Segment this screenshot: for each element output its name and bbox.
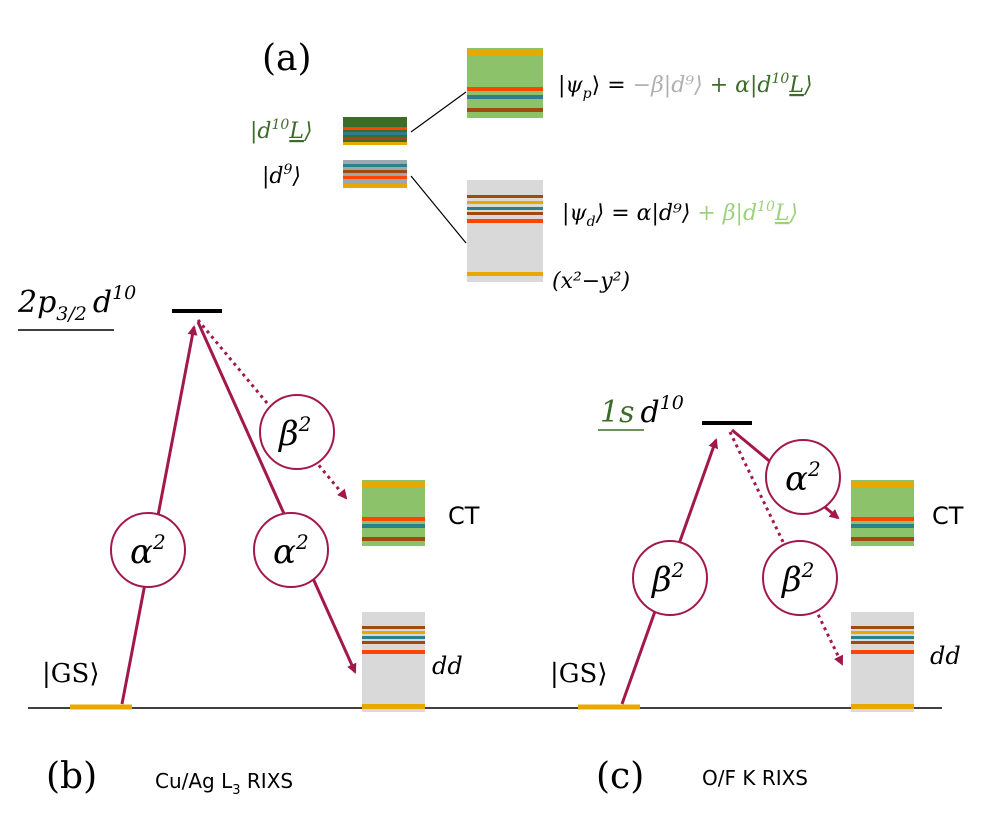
- panel-c-label: (c): [596, 756, 644, 797]
- weight-circle-up-b: α2: [110, 512, 186, 588]
- weight-circle-down-b: α2: [253, 512, 329, 588]
- connector-to-psi-p: [410, 91, 467, 133]
- weight-circle-solid-c: α2: [765, 439, 841, 515]
- state-d9-label: |d9⟩: [262, 162, 301, 189]
- panel-b-caption: Cu/Ag L3 RIXS: [155, 769, 293, 798]
- small-dd-stack: [343, 160, 407, 188]
- ct-box-c: [851, 480, 914, 546]
- dd-box-b: [362, 612, 425, 712]
- svg-text:α2: α2: [273, 530, 309, 572]
- state-d10L-label: |d10L⟩: [250, 117, 313, 144]
- weight-circle-dotted-c: β2: [762, 540, 838, 616]
- panel-b-label: (b): [46, 756, 97, 797]
- small-ct-stack: [343, 117, 407, 145]
- svg-text:β2: β2: [780, 558, 814, 600]
- ct-box-b: [362, 480, 425, 546]
- dd-label-b: dd: [432, 652, 463, 680]
- svg-text:β2: β2: [650, 558, 684, 600]
- orbital-label: (x²−y²): [552, 269, 630, 294]
- panel-c-caption: O/F K RIXS: [702, 766, 808, 790]
- psi-d-equation: |ψd⟩ = α|d⁹⟩ + β|d10L⟩: [562, 199, 798, 230]
- psi-p-equation: |ψp⟩ = −β|d⁹⟩ + α|d10L⟩: [558, 71, 813, 102]
- svg-text:α2: α2: [130, 530, 166, 572]
- connector-to-psi-d: [410, 175, 467, 244]
- ct-label-b: CT: [448, 502, 480, 530]
- svg-text:β2: β2: [277, 412, 311, 454]
- ground-state-c: |GS⟩: [550, 659, 607, 689]
- psi-p-box: [467, 48, 543, 118]
- dd-label-c: dd: [930, 642, 961, 670]
- ground-state-b: |GS⟩: [42, 659, 99, 689]
- dd-box-c: [851, 612, 914, 712]
- weight-circle-dotted-b: β2: [259, 394, 335, 470]
- svg-text:α2: α2: [785, 457, 821, 499]
- emission-arrow-dd-b: [196, 321, 357, 674]
- ct-label-c: CT: [932, 502, 964, 530]
- psi-d-box: [467, 180, 543, 282]
- panel-a-label: (a): [262, 38, 312, 79]
- weight-circle-up-c: β2: [632, 540, 708, 616]
